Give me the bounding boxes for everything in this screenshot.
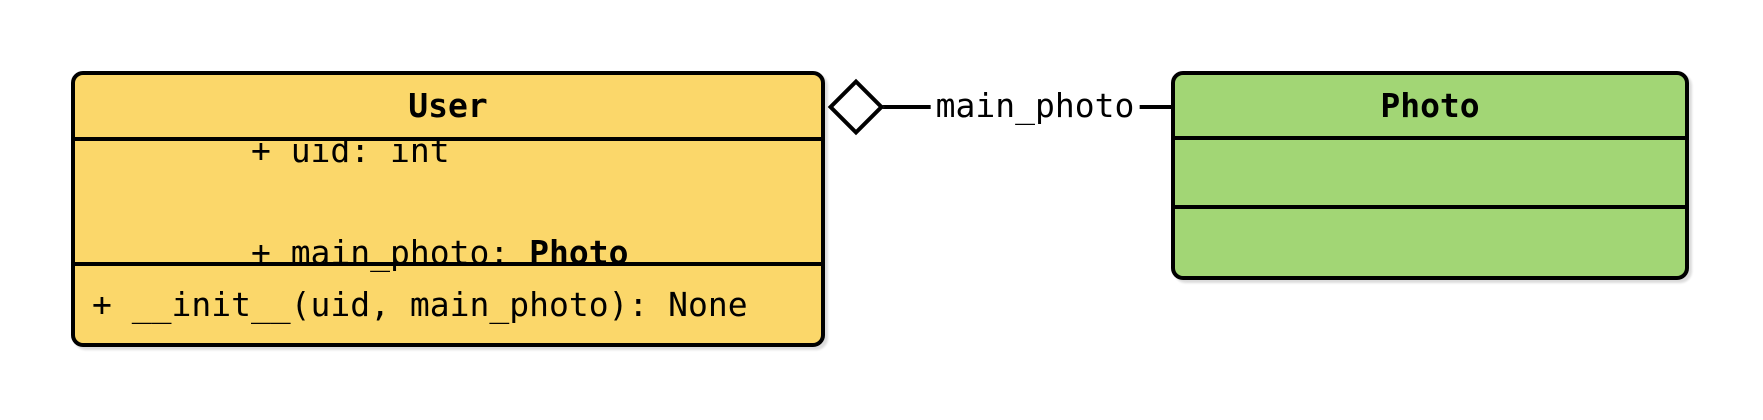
method-init: + __init__(uid, main_photo): None xyxy=(92,284,748,324)
association-label: main_photo xyxy=(930,89,1140,123)
class-photo-title: Photo xyxy=(1380,85,1480,125)
class-user-attributes: + uid: int + main_photo: Photo xyxy=(75,133,821,269)
aggregation-diamond-icon xyxy=(827,78,885,136)
attribute-uid: + uid: int xyxy=(75,100,821,202)
class-box-photo: Photo xyxy=(1171,71,1689,280)
class-photo-methods-empty xyxy=(1175,205,1685,276)
class-user-title: User xyxy=(408,86,488,125)
class-photo-attributes-empty xyxy=(1175,136,1685,205)
class-box-user: User + uid: int + main_photo: Photo + __… xyxy=(71,71,825,347)
class-user-methods: + __init__(uid, main_photo): None xyxy=(75,262,821,343)
attribute-uid-text: + uid: int xyxy=(250,130,450,170)
